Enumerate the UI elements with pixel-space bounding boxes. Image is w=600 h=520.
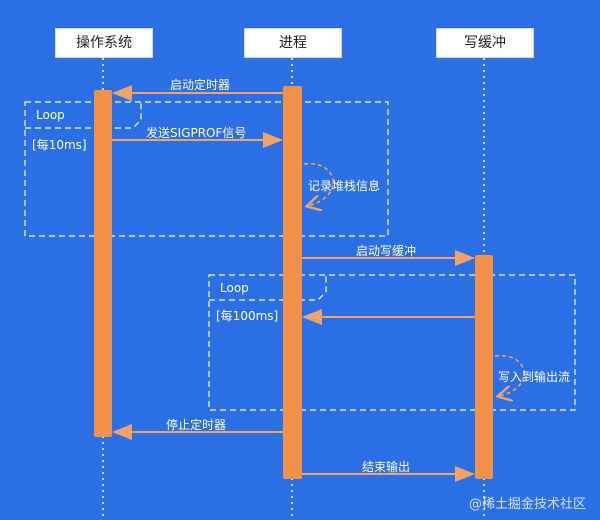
arrow-record-stack [303, 163, 334, 206]
arrow-write-stream [494, 355, 525, 396]
msg-stop-timer-label: 停止定时器 [166, 418, 227, 432]
msg-record-stack-label: 记录堆栈信息 [308, 179, 381, 193]
loop-frame-10ms [24, 101, 389, 237]
msg-end-output-label: 结束输出 [362, 460, 411, 474]
activation-os [94, 90, 112, 437]
loop-frame-100ms [208, 274, 576, 411]
loop-frame-100ms-tag [209, 275, 327, 301]
participant-process: 进程 [244, 28, 342, 58]
participant-buffer: 写缓冲 [436, 28, 534, 58]
msg-start-timer-label: 启动定时器 [170, 78, 231, 92]
participant-os: 操作系统 [55, 28, 153, 58]
activation-process [283, 86, 302, 479]
msg-send-sigprof-label: 发送SIGPROF信号 [146, 126, 247, 140]
activation-buffer [475, 255, 493, 479]
loop1-label: Loop [36, 108, 65, 122]
loop2-label: Loop [220, 281, 249, 295]
loop1-condition: [每10ms] [32, 138, 87, 152]
msg-write-stream-label: 写入到输出流 [498, 370, 571, 384]
loop-frame-10ms-tag [25, 102, 142, 129]
loop2-condition: [每100ms] [216, 309, 279, 323]
msg-start-buffer-label: 启动写缓冲 [356, 244, 417, 258]
watermark-text: @稀土掘金技术社区 [468, 497, 586, 512]
